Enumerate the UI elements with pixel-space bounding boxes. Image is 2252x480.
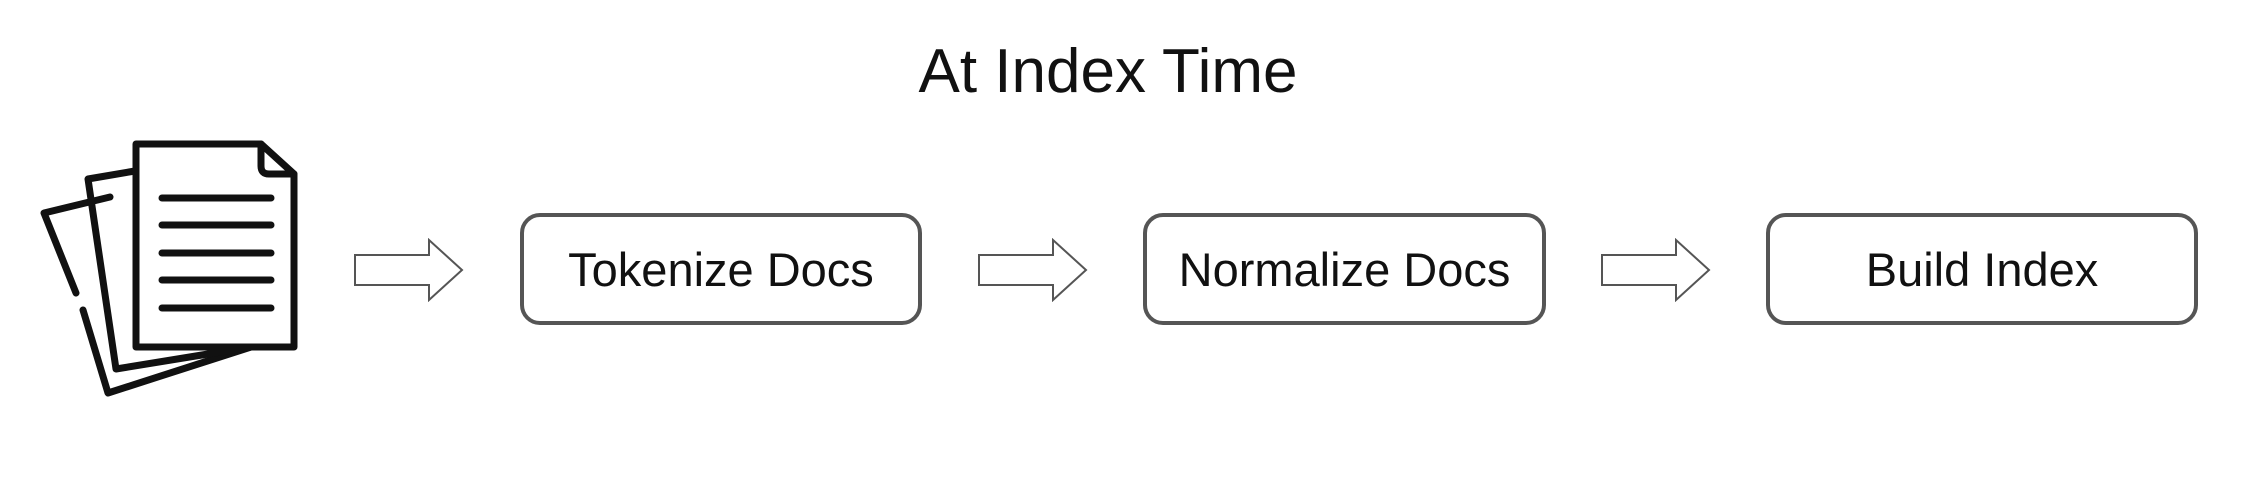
right-arrow-icon [1601, 238, 1711, 302]
documents-stack-icon [40, 140, 298, 397]
step-label: Normalize Docs [1178, 242, 1511, 296]
diagram-title: At Index Time [918, 37, 1298, 106]
step-normalize-docs: Normalize Docs [1143, 213, 1546, 325]
step-label: Build Index [1865, 242, 2099, 296]
step-label: Tokenize Docs [568, 242, 874, 296]
step-tokenize-docs: Tokenize Docs [520, 213, 922, 325]
right-arrow-icon [978, 238, 1088, 302]
right-arrow-icon [354, 238, 464, 302]
step-build-index: Build Index [1766, 213, 2198, 325]
